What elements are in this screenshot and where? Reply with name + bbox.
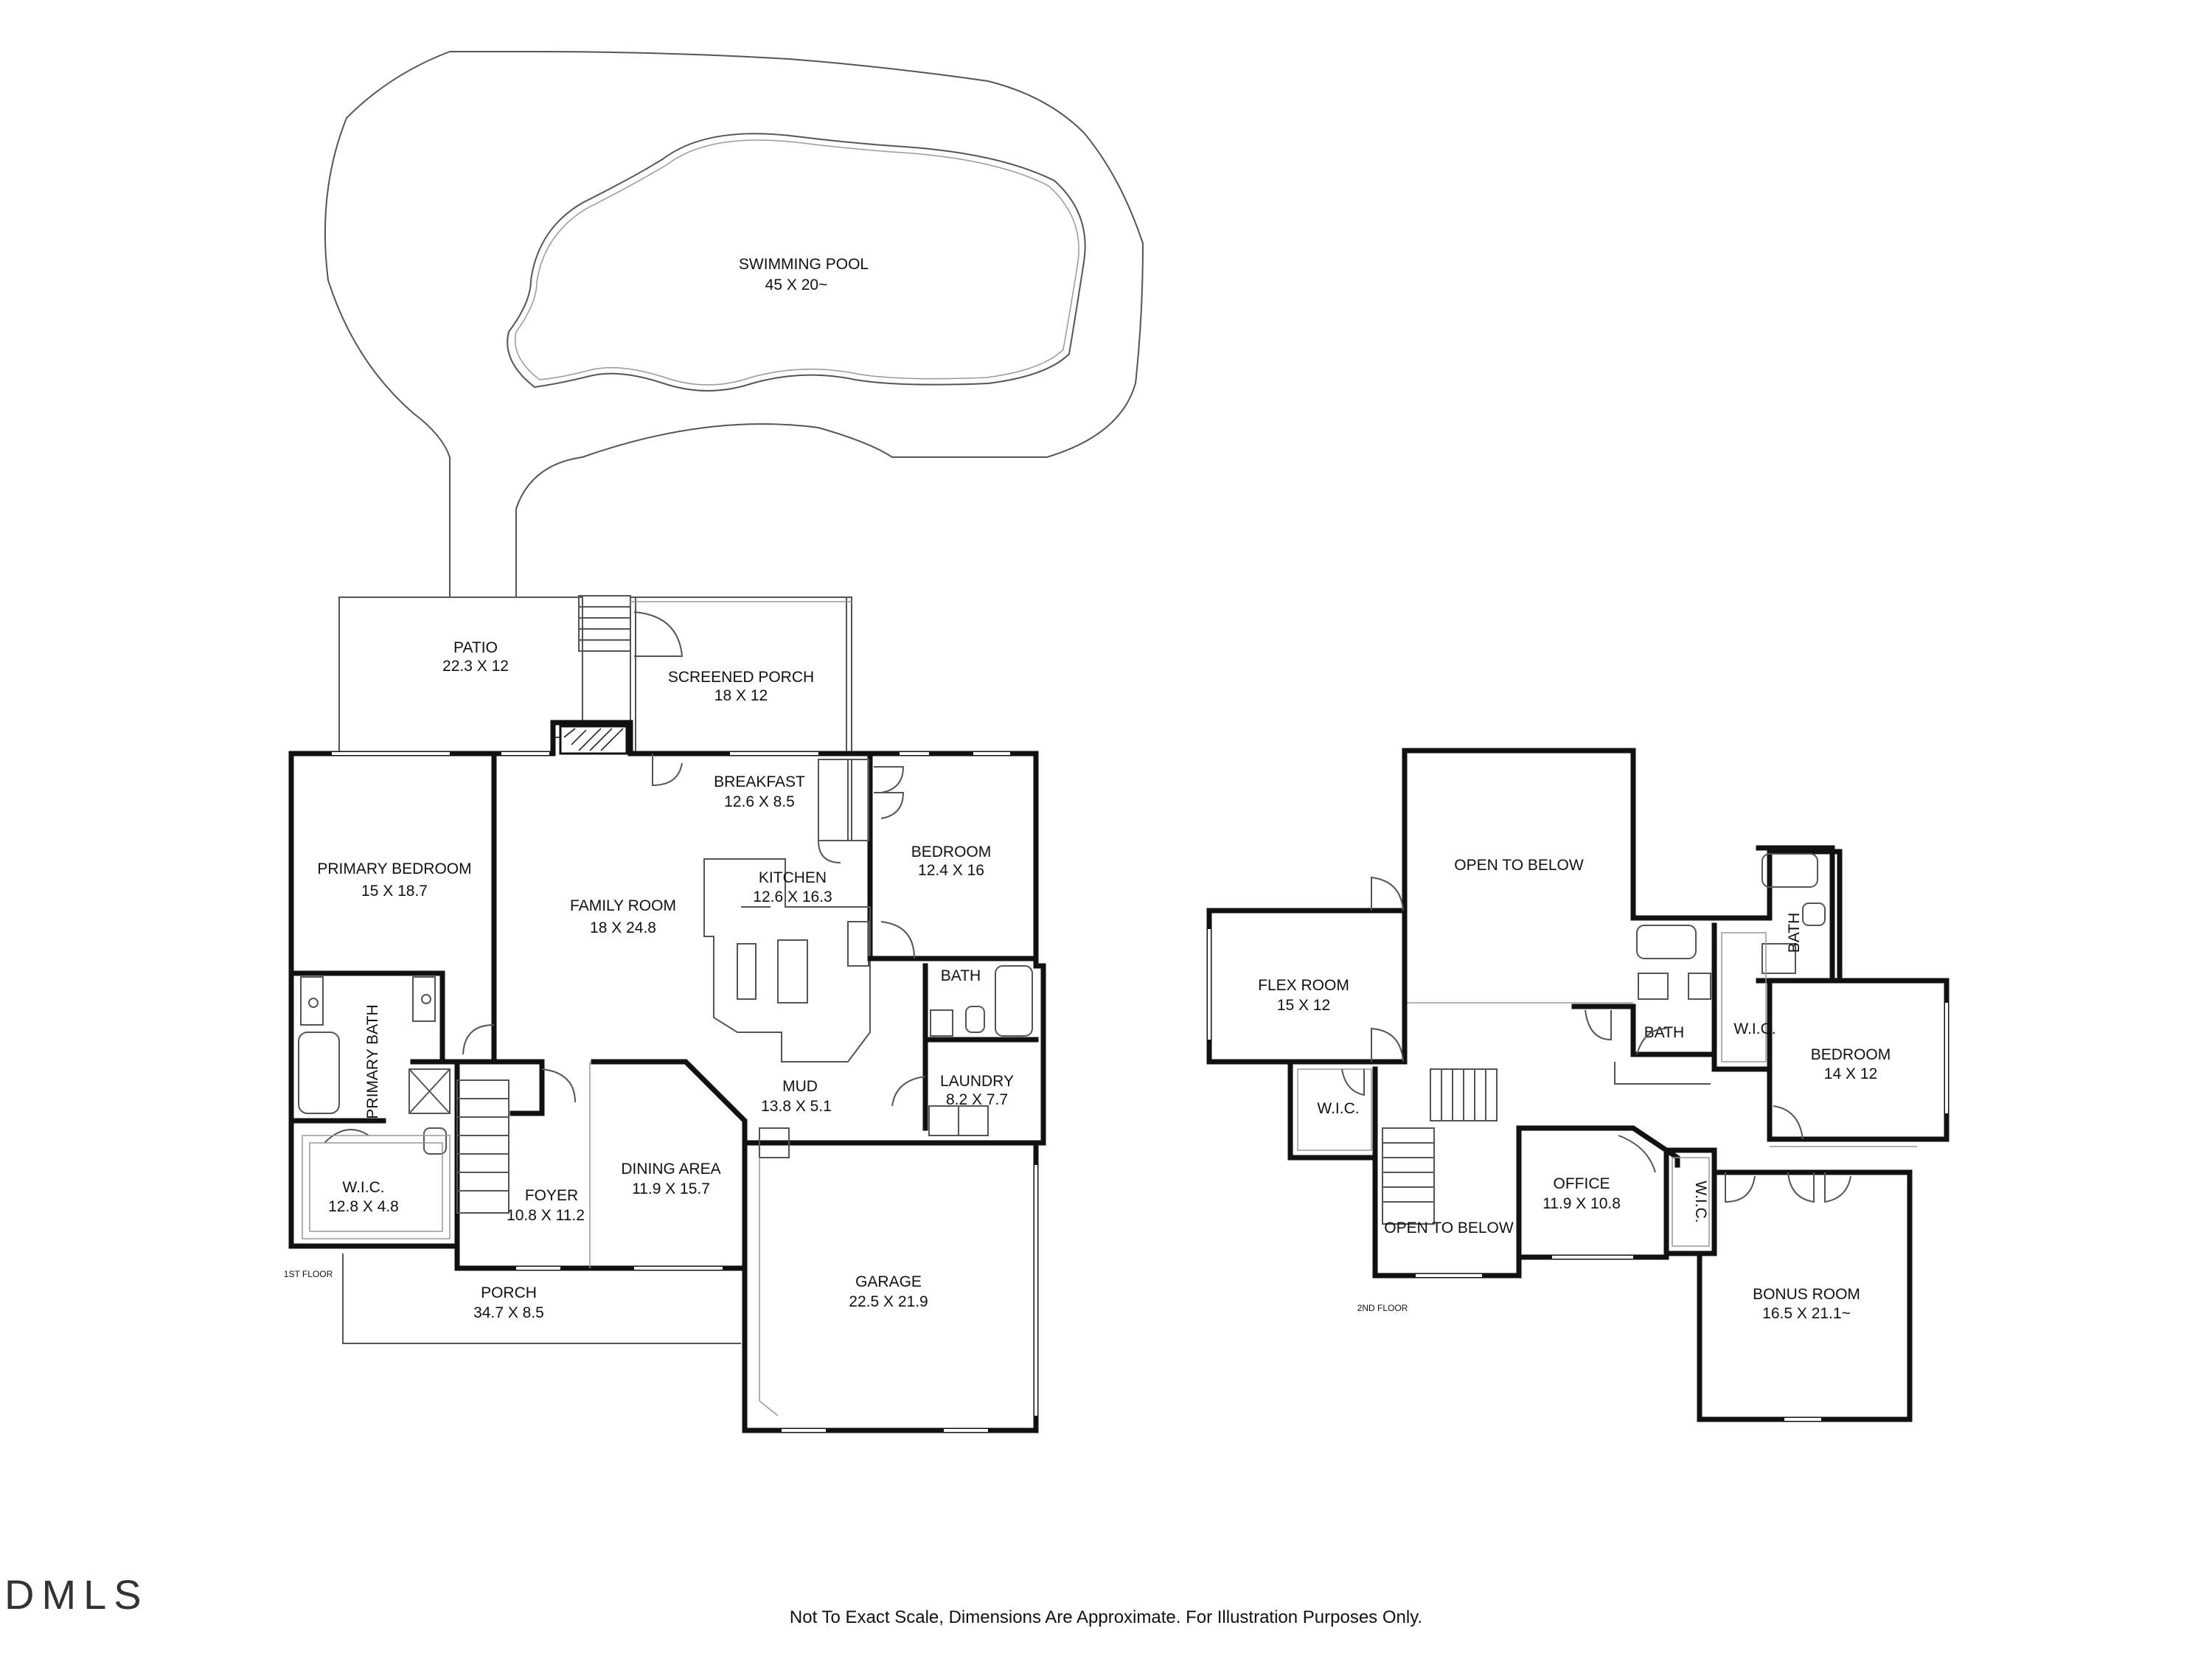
bonus-name: BONUS ROOM (1753, 1286, 1860, 1303)
second-floor: OPEN TO BELOW FLEX ROOM 15 X 12 W.I.C. (1206, 748, 1950, 1422)
kitchen-name: KITCHEN (759, 869, 827, 886)
open-to-below-top-walls (1402, 748, 1843, 984)
open-below-2-name: OPEN TO BELOW (1384, 1220, 1514, 1237)
wic1-name: W.I.C. (342, 1179, 384, 1196)
bedroom2-name: BEDROOM (1811, 1046, 1891, 1063)
mud-dims: 13.8 X 5.1 (761, 1098, 832, 1115)
swimming-pool (507, 133, 1086, 392)
bedroom1-name: BEDROOM (911, 844, 992, 860)
second-floor-stairs (1382, 1068, 1498, 1225)
family-room-dims: 18 X 24.8 (590, 919, 656, 936)
kitchen-dims: 12.6 X 16.3 (753, 888, 832, 905)
disclaimer-note: Not To Exact Scale, Dimensions Are Appro… (789, 1607, 1423, 1627)
fireplace (559, 725, 628, 755)
floor-label-second: 2ND FLOOR (1357, 1303, 1408, 1313)
bedroom1-dims: 12.4 X 16 (918, 862, 984, 879)
garage-name: GARAGE (855, 1273, 922, 1290)
screened-porch-name: SCREENED PORCH (668, 669, 814, 686)
office-name: OFFICE (1554, 1175, 1610, 1192)
dining-name: DINING AREA (621, 1161, 720, 1178)
breakfast-dims: 12.6 X 8.5 (724, 793, 795, 810)
first-floor-stairs (456, 1079, 509, 1214)
screened-porch-dims: 18 X 12 (714, 687, 768, 704)
pool-dims: 45 X 20~ (765, 276, 828, 293)
bath1-name: BATH (941, 967, 981, 984)
foyer-name: FOYER (525, 1187, 578, 1204)
wic3-name: W.I.C. (1733, 1020, 1775, 1037)
wic1-dims: 12.8 X 4.8 (328, 1198, 399, 1215)
pool-name: SWIMMING POOL (739, 256, 869, 273)
wic2-name: W.I.C. (1317, 1100, 1359, 1117)
bathtub (298, 1032, 340, 1114)
primary-bedroom-name: PRIMARY BEDROOM (317, 860, 471, 877)
shower (408, 1068, 451, 1114)
wic4-name: W.I.C. (1692, 1180, 1709, 1222)
laundry-name: LAUNDRY (940, 1073, 1014, 1090)
garage-dims: 22.5 X 21.9 (849, 1293, 928, 1310)
first-floor: SWIMMING POOL 45 X 20~ PATIO 22.3 X 12 S… (284, 51, 1144, 1433)
office-dims: 11.9 X 10.8 (1543, 1195, 1621, 1212)
first-floor-exterior-walls (288, 720, 1046, 1433)
bedroom2-dims: 14 X 12 (1824, 1065, 1877, 1082)
dining-dims: 11.9 X 15.7 (632, 1180, 710, 1197)
floor-label-first: 1ST FLOOR (284, 1269, 333, 1279)
patio-dims: 22.3 X 12 (442, 658, 509, 675)
porch-dims: 34.7 X 8.5 (473, 1304, 544, 1321)
flex-name: FLEX ROOM (1258, 977, 1349, 994)
screened-porch (630, 597, 852, 752)
breakfast-name: BREAKFAST (714, 773, 805, 790)
open-below-1-name: OPEN TO BELOW (1454, 857, 1584, 874)
patio-steps (578, 595, 631, 652)
bonus-dims: 16.5 X 21.1~ (1762, 1305, 1851, 1322)
dmls-logo: DMLS (4, 1571, 149, 1618)
laundry-dims: 8.2 X 7.7 (946, 1091, 1008, 1108)
pool-deck (324, 51, 1144, 597)
primary-bath-name: PRIMARY BATH (364, 1004, 381, 1119)
porch-name: PORCH (481, 1284, 537, 1301)
bath3-name: BATH (1644, 1024, 1684, 1041)
bath2-name: BATH (1786, 913, 1803, 953)
flex-dims: 15 X 12 (1277, 997, 1330, 1014)
patio-name: PATIO (453, 639, 498, 656)
primary-bedroom-dims: 15 X 18.7 (361, 883, 428, 900)
family-room-name: FAMILY ROOM (570, 897, 676, 914)
porch (342, 1253, 741, 1344)
foyer-dims: 10.8 X 11.2 (507, 1207, 585, 1224)
mud-name: MUD (782, 1078, 818, 1095)
patio (338, 597, 583, 752)
